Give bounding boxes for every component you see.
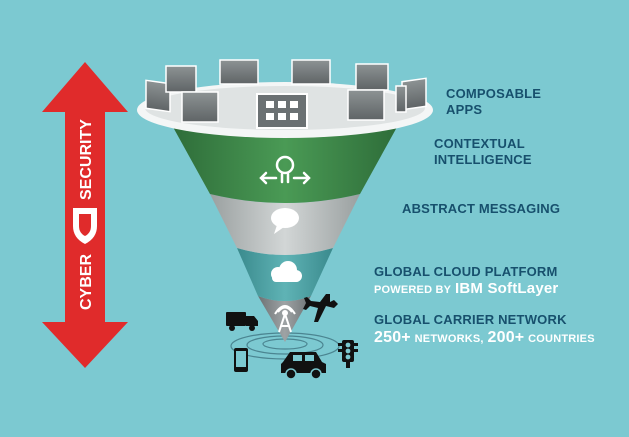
label-contextual-intelligence: CONTEXTUAL INTELLIGENCE: [434, 136, 532, 168]
label-line: INTELLIGENCE: [434, 152, 532, 167]
layer-network: [258, 296, 311, 342]
chat-bubble-icon: [271, 208, 299, 234]
label-line: GLOBAL CLOUD PLATFORM: [374, 264, 558, 279]
networks-label: NETWORKS,: [414, 333, 484, 345]
airplane-icon: [303, 294, 338, 322]
label-line: CONTEXTUAL: [434, 136, 525, 151]
label-line: COMPOSABLE: [446, 86, 542, 101]
shield-icon: [73, 208, 97, 244]
app-grid-icon: [256, 93, 308, 129]
label-line: GLOBAL CARRIER NETWORK: [374, 312, 567, 327]
label-global-carrier-network: GLOBAL CARRIER NETWORK 250+ NETWORKS, 20…: [374, 312, 595, 347]
security-word: SECURITY: [78, 119, 95, 200]
cyber-word: CYBER: [78, 254, 95, 310]
antenna-icon: [274, 305, 296, 333]
label-global-cloud-platform: GLOBAL CLOUD PLATFORM POWERED BY IBM Sof…: [374, 264, 558, 298]
layer-intelligence: [168, 118, 402, 203]
label-line: APPS: [446, 102, 483, 117]
powered-by-text: POWERED BY: [374, 284, 452, 296]
countries-label: COUNTRIES: [528, 333, 595, 345]
label-composable-apps: COMPOSABLE APPS: [446, 86, 541, 118]
label-line: ABSTRACT MESSAGING: [402, 201, 561, 216]
cloud-icon: [271, 261, 302, 282]
traffic-light-icon: [338, 340, 358, 368]
networks-count: 250+: [374, 329, 411, 346]
countries-count: 200+: [487, 329, 525, 346]
car-icon: [281, 352, 326, 380]
phone-icon: [234, 348, 248, 372]
label-abstract-messaging: ABSTRACT MESSAGING: [402, 201, 560, 217]
truck-icon: [226, 312, 258, 331]
lightbulb-arrows-icon: [259, 155, 311, 185]
app-tiles: [145, 59, 427, 123]
softlayer-brand: IBM SoftLayer: [455, 280, 559, 297]
